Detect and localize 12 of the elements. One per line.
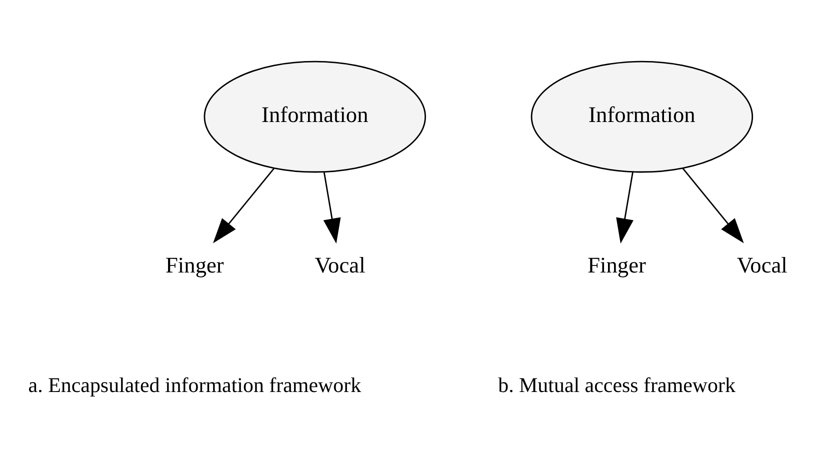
node-text: Finger <box>166 252 224 277</box>
node-text: Vocal <box>314 252 366 277</box>
node-text: Finger <box>588 252 646 277</box>
arrow <box>323 171 341 244</box>
label: b. Mutual access framework <box>498 372 736 397</box>
node-ellipse: Information <box>530 60 754 172</box>
node-ellipse: Information <box>204 60 426 172</box>
arrow <box>213 168 274 243</box>
arrow <box>682 168 744 243</box>
label: a. Encapsulated information framework <box>28 372 362 397</box>
node-text: Vocal <box>736 252 788 277</box>
arrow <box>616 171 634 244</box>
